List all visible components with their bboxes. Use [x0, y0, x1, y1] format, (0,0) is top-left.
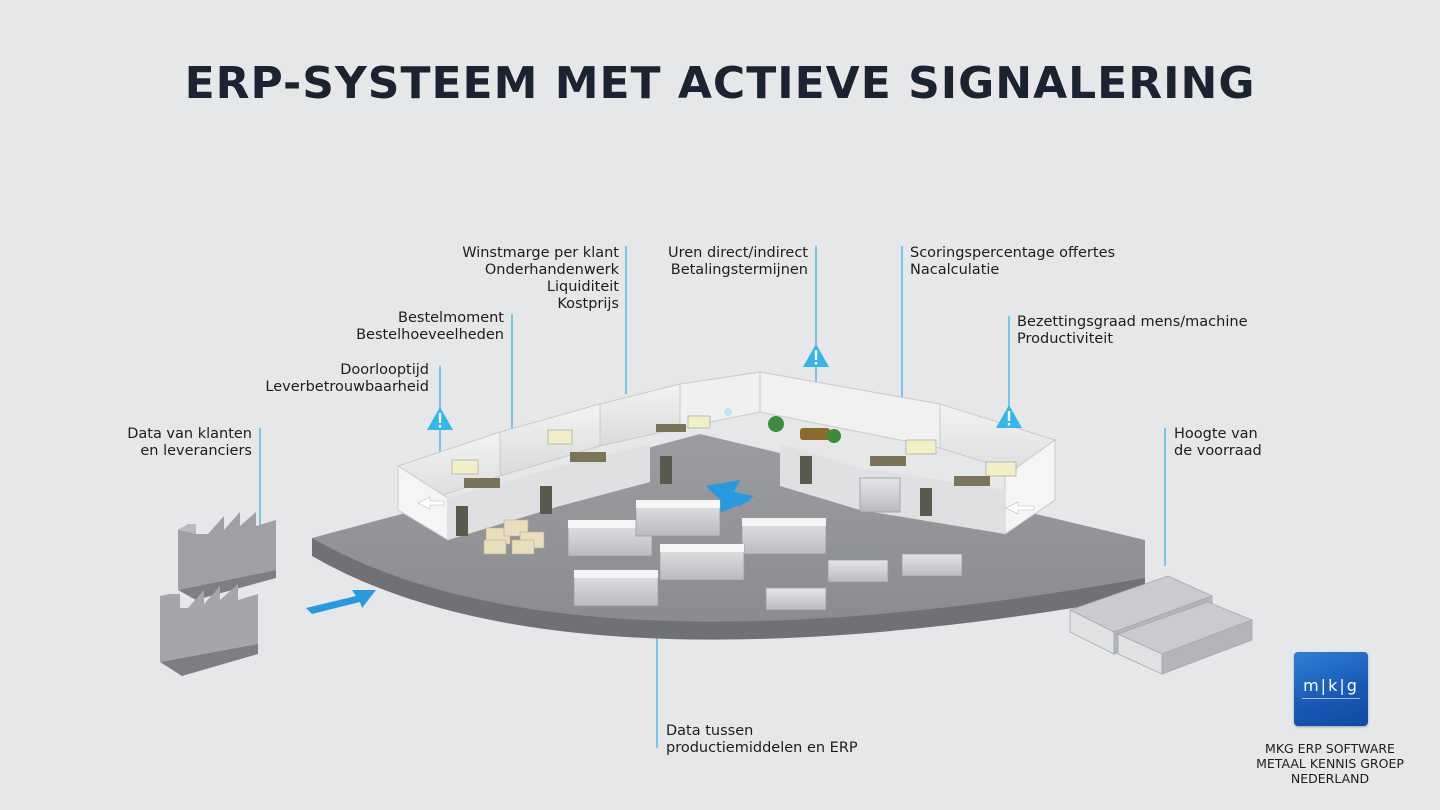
mkg-logo-text: m|k|g: [1303, 676, 1359, 695]
incoming-arrow: [306, 590, 376, 614]
production-machines: [567, 477, 963, 611]
page-title: ERP-SYSTEEM MET ACTIEVE SIGNALERING: [184, 58, 1256, 109]
factory-front: [160, 584, 258, 676]
pipe-stack-2: [1116, 601, 1254, 675]
warning-icons: [427, 344, 1022, 430]
mkg-logo-underline: [1302, 698, 1360, 699]
machine-2: [635, 499, 721, 537]
machine-4: [659, 543, 745, 581]
factory-buildings: [160, 512, 276, 676]
warning-icon-doorlooptijd: [427, 407, 453, 430]
pipe-stacks: [1068, 575, 1254, 675]
bench-1: [827, 559, 889, 583]
factory-back: [178, 512, 276, 600]
machine-6: [859, 477, 901, 513]
bench-3: [765, 587, 827, 611]
pallet-boxes: [483, 519, 545, 555]
warning-icon-uren: [803, 344, 829, 367]
office-walls: [397, 371, 1056, 541]
company-name: MKG ERP SOFTWARE METAAL KENNIS GROEP NED…: [1256, 741, 1404, 786]
machine-5: [573, 569, 659, 607]
machine-3: [741, 517, 827, 555]
mkg-logo: m|k|g: [1294, 652, 1368, 726]
bench-2: [901, 553, 963, 577]
warning-icon-bezetting: [996, 405, 1022, 428]
